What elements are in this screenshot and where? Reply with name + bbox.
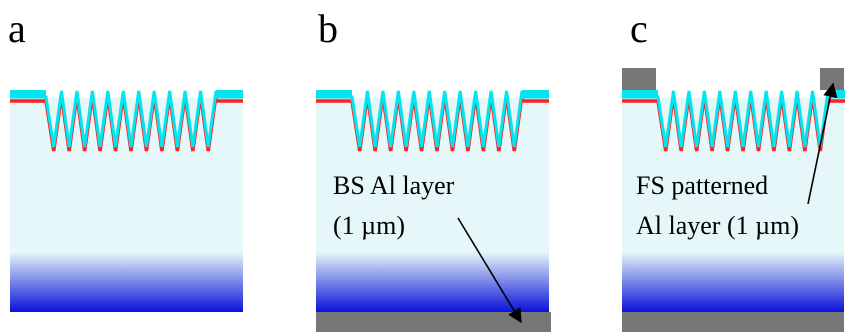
panel-c: c FS patterned Al layer (1 µm) [622,6,845,332]
backside-al-layer [316,312,551,332]
flat-coating-right [216,90,243,97]
panel-b: b BS Al layer (1 µm) [316,6,551,332]
bs-al-arrow [457,217,522,324]
panel-c-wafer [622,68,845,332]
textured-surface [10,90,243,152]
fs-al-annotation-line-1: FS patterned [636,171,768,200]
cyan-coating-layer [622,90,845,148]
panel-a-wafer [10,90,243,312]
flat-coating-left [622,90,658,97]
panel-c-letter: c [630,6,648,51]
fs-al-annotation-line-2: Al layer (1 µm) [636,211,799,240]
panel-a: a [8,6,243,312]
bs-al-annotation-line-2: (1 µm) [333,211,405,240]
bs-al-annotation-line-1: BS Al layer [333,171,455,200]
flat-coating-right [522,90,549,97]
fs-al-arrow [807,82,838,205]
panel-b-letter: b [318,6,338,51]
panel-a-letter: a [8,6,26,51]
cyan-coating-layer [10,90,243,148]
silicon-substrate [622,98,844,312]
flat-coating-left [316,90,352,97]
flat-coating-left [10,90,46,97]
frontside-al-pad-left [622,68,656,90]
panel-b-wafer [316,90,551,332]
cyan-coating-layer [316,90,549,148]
backside-al-layer [622,312,844,332]
textured-surface [316,90,549,152]
